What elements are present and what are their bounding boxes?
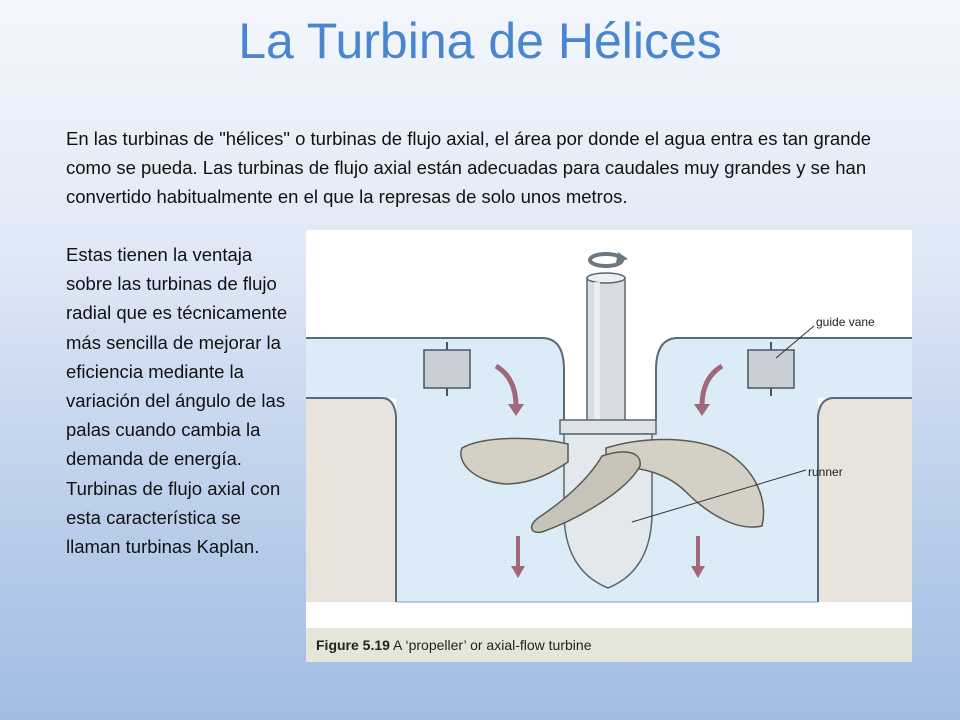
flow-arrow-icon xyxy=(691,536,705,578)
runner-blade-front xyxy=(530,451,641,534)
guide-vane-label: guide vane xyxy=(816,315,875,329)
turbine-figure: guide vane runner Figure 5.19 A ‘propell… xyxy=(306,230,912,662)
guide-vane-left xyxy=(423,349,471,389)
runner-blade-left xyxy=(460,437,569,485)
guide-vane-right xyxy=(747,349,795,389)
side-paragraph: Estas tienen la ventaja sobre las turbin… xyxy=(66,244,288,558)
caption-number: Figure 5.19 xyxy=(316,637,390,653)
flow-arrow-icon xyxy=(494,363,524,416)
turbine-diagram: guide vane runner xyxy=(306,230,912,628)
left-lower-casing xyxy=(306,398,396,602)
slide-title: La Turbina de Hélices xyxy=(238,13,722,69)
guide-vane-leader xyxy=(775,325,815,359)
right-upper-wall xyxy=(655,337,912,420)
turbine-shaft xyxy=(586,277,626,425)
runner-blade-right xyxy=(605,438,765,528)
runner-hub-top xyxy=(559,419,657,435)
rotation-arrow-icon xyxy=(588,252,628,268)
right-lower-casing xyxy=(818,398,912,602)
runner-label: runner xyxy=(808,465,843,479)
intro-paragraph: En las turbinas de "hélices" o turbinas … xyxy=(66,128,872,207)
right-lower-wall xyxy=(817,397,912,602)
runner-leader xyxy=(631,469,807,523)
flow-arrow-icon xyxy=(511,536,525,578)
figure-caption: Figure 5.19 A ‘propeller’ or axial-flow … xyxy=(306,628,912,662)
caption-text: A ‘propeller’ or axial-flow turbine xyxy=(393,637,592,653)
left-upper-wall xyxy=(306,337,565,420)
flow-arrow-icon xyxy=(694,363,724,416)
left-lower-wall xyxy=(306,397,397,602)
